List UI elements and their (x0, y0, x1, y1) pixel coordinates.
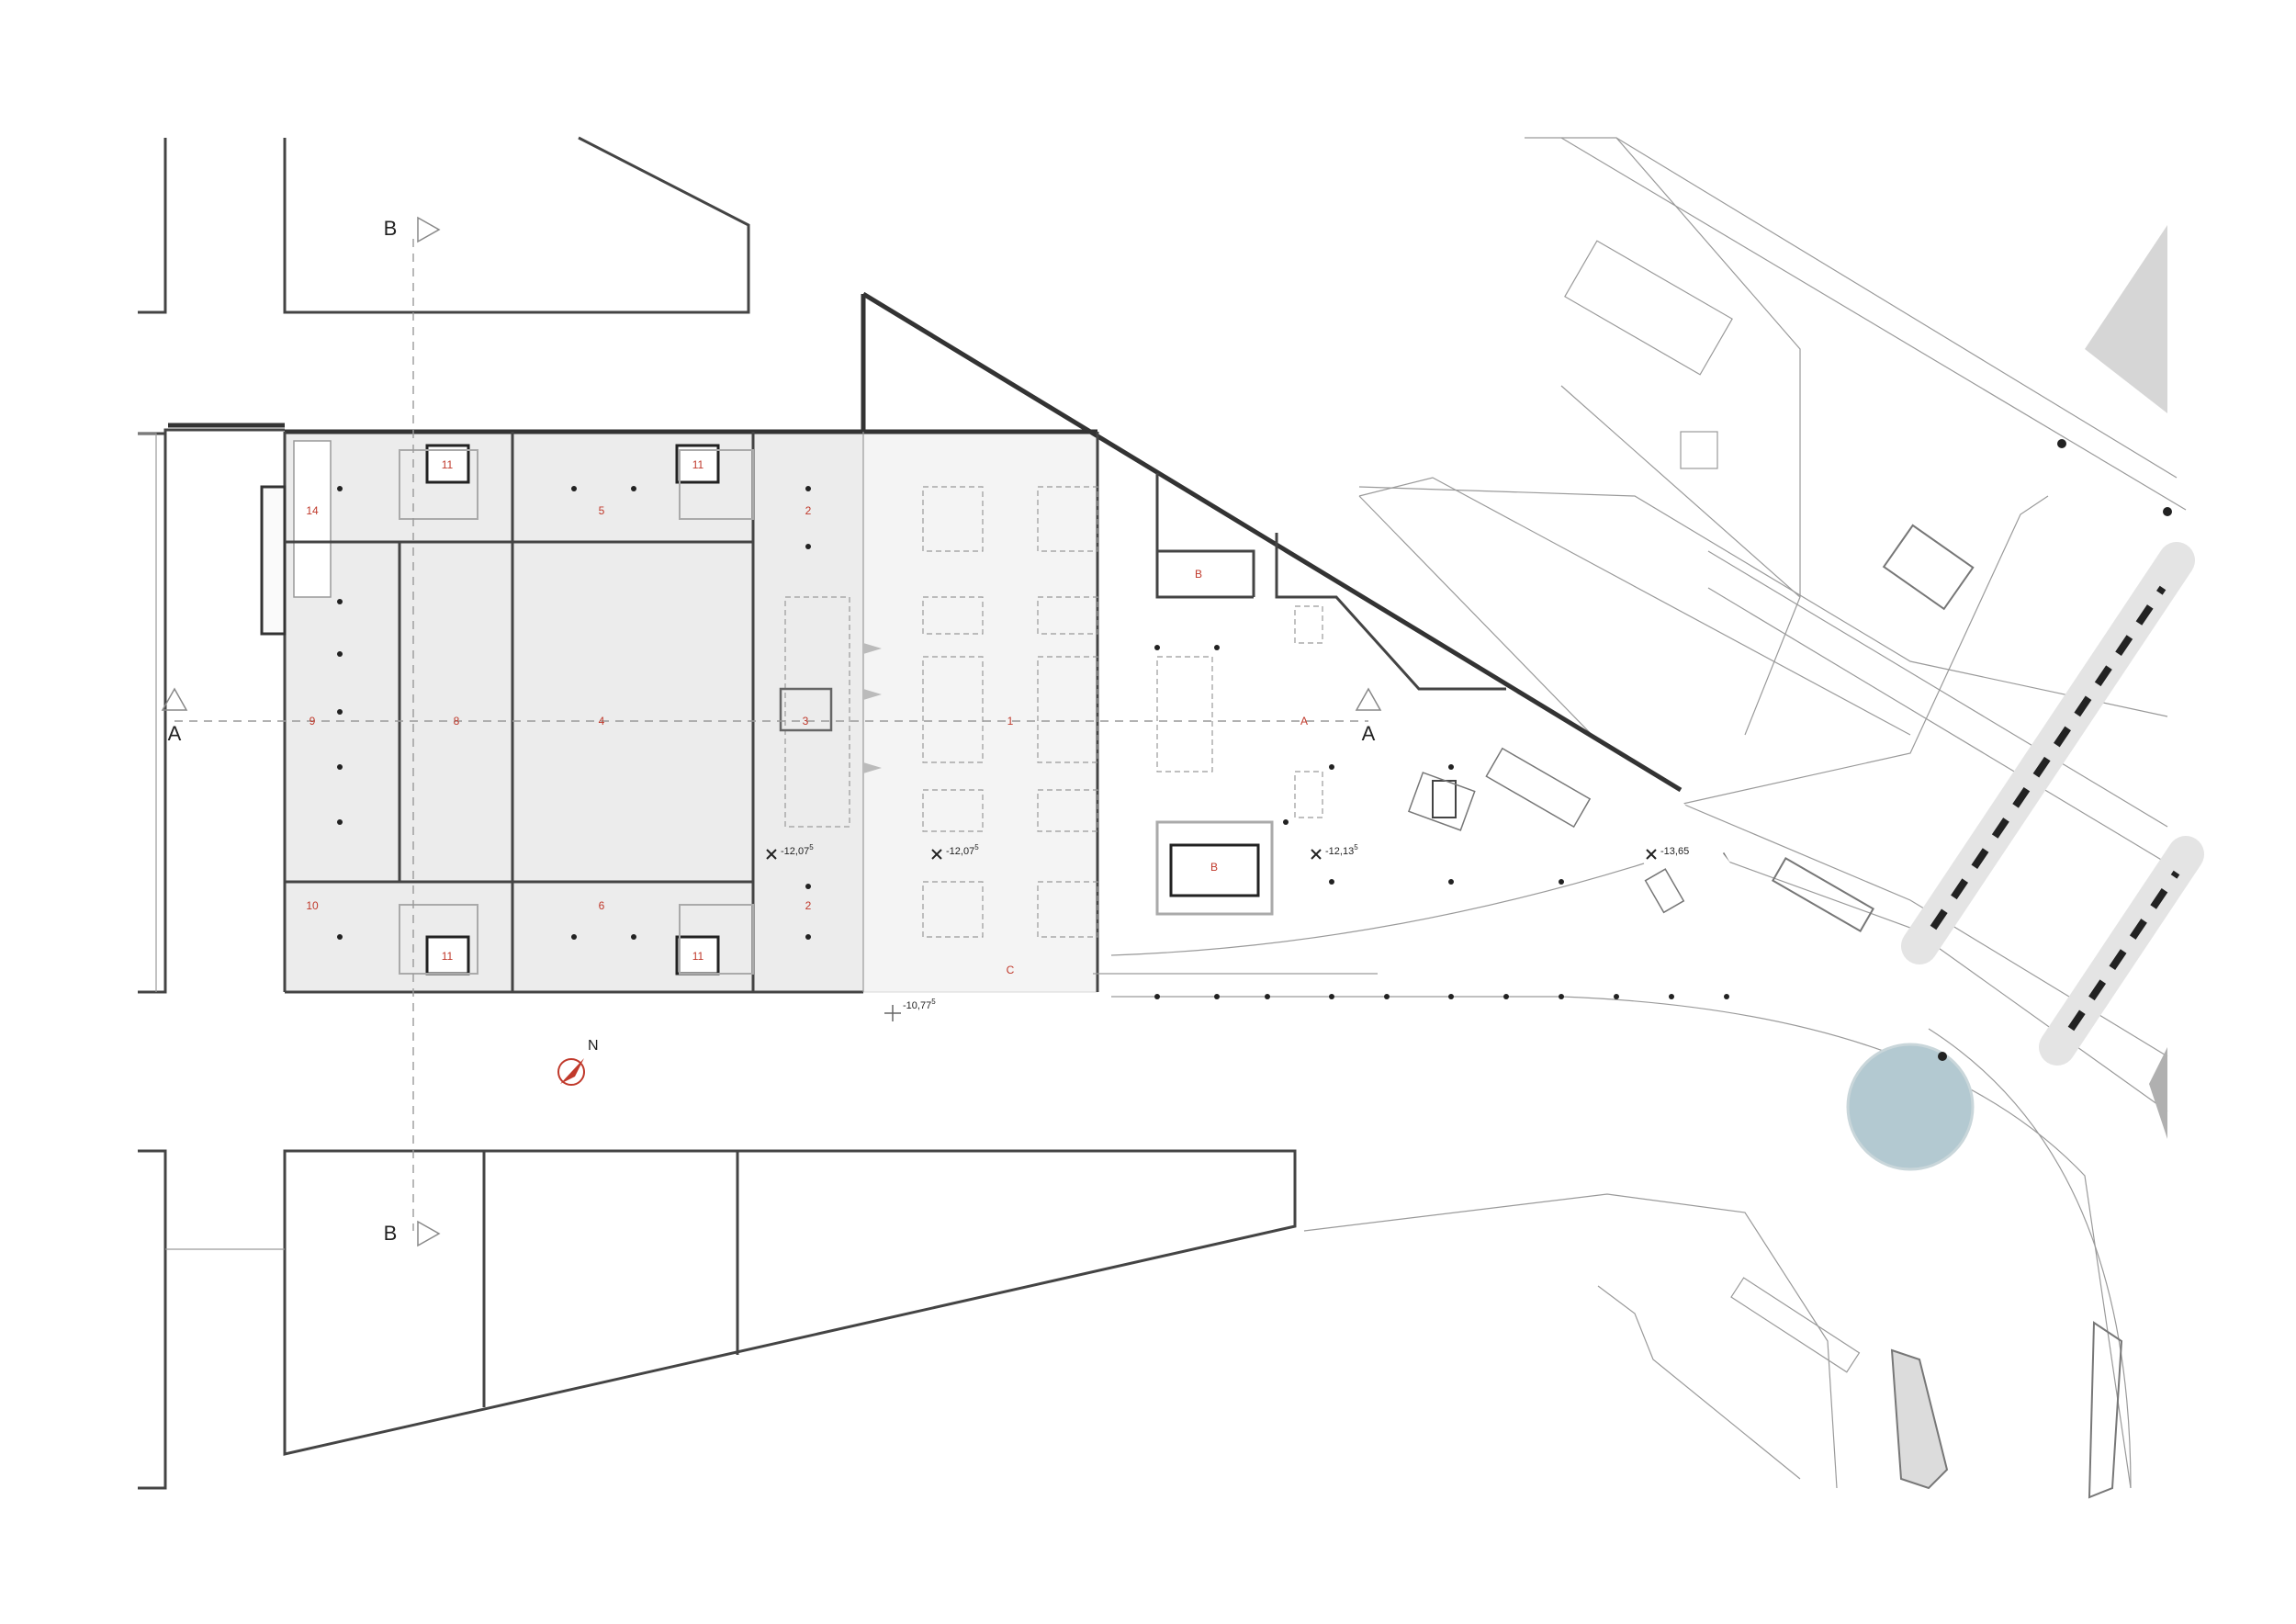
level-label: -12,135 (1325, 843, 1358, 857)
site-context (1111, 137, 2204, 1499)
main-building (168, 239, 1745, 1231)
room-label-5: 5 (599, 504, 605, 517)
room-label-11: 11 (692, 950, 704, 963)
section-marker-a-left: A (168, 722, 182, 745)
pond (1846, 1043, 1975, 1171)
section-marker-b-top: B (384, 217, 398, 240)
room-label-8: 8 (454, 715, 460, 727)
level-label: -12,075 (946, 843, 979, 857)
section-markers: A A B B (161, 216, 1382, 1247)
north-arrow: N (557, 1038, 599, 1086)
room-label-4: 4 (599, 715, 605, 727)
room-label-6: 6 (599, 899, 605, 912)
neighbour-buildings (138, 136, 1297, 1490)
room-labels: 1 2 2 3 4 5 6 8 9 10 11 11 11 11 14 A B … (306, 458, 1308, 976)
room-label-2: 2 (805, 504, 812, 517)
level-label: -13,65 (1660, 846, 1689, 857)
section-marker-b-bottom: B (384, 1222, 398, 1245)
level-annotations: -12,075 -12,075 -12,135 -13,65 -10,775 (766, 843, 1689, 1021)
room-label-10: 10 (306, 899, 319, 912)
room-label-2: 2 (805, 899, 812, 912)
north-label: N (588, 1038, 599, 1054)
room-label-a: A (1300, 715, 1308, 727)
room-label-b: B (1210, 861, 1218, 874)
room-label-14: 14 (306, 504, 319, 517)
level-label: -10,775 (903, 998, 936, 1011)
room-label-9: 9 (310, 715, 316, 727)
room-label-c: C (1007, 964, 1015, 976)
room-label-b: B (1195, 568, 1202, 581)
room-label-11: 11 (692, 458, 704, 471)
room-label-11: 11 (442, 458, 454, 471)
section-marker-a-right: A (1362, 722, 1376, 745)
room-label-3: 3 (803, 715, 809, 727)
room-label-1: 1 (1007, 715, 1014, 727)
level-label: -12,075 (781, 843, 814, 857)
room-label-11: 11 (442, 950, 454, 963)
